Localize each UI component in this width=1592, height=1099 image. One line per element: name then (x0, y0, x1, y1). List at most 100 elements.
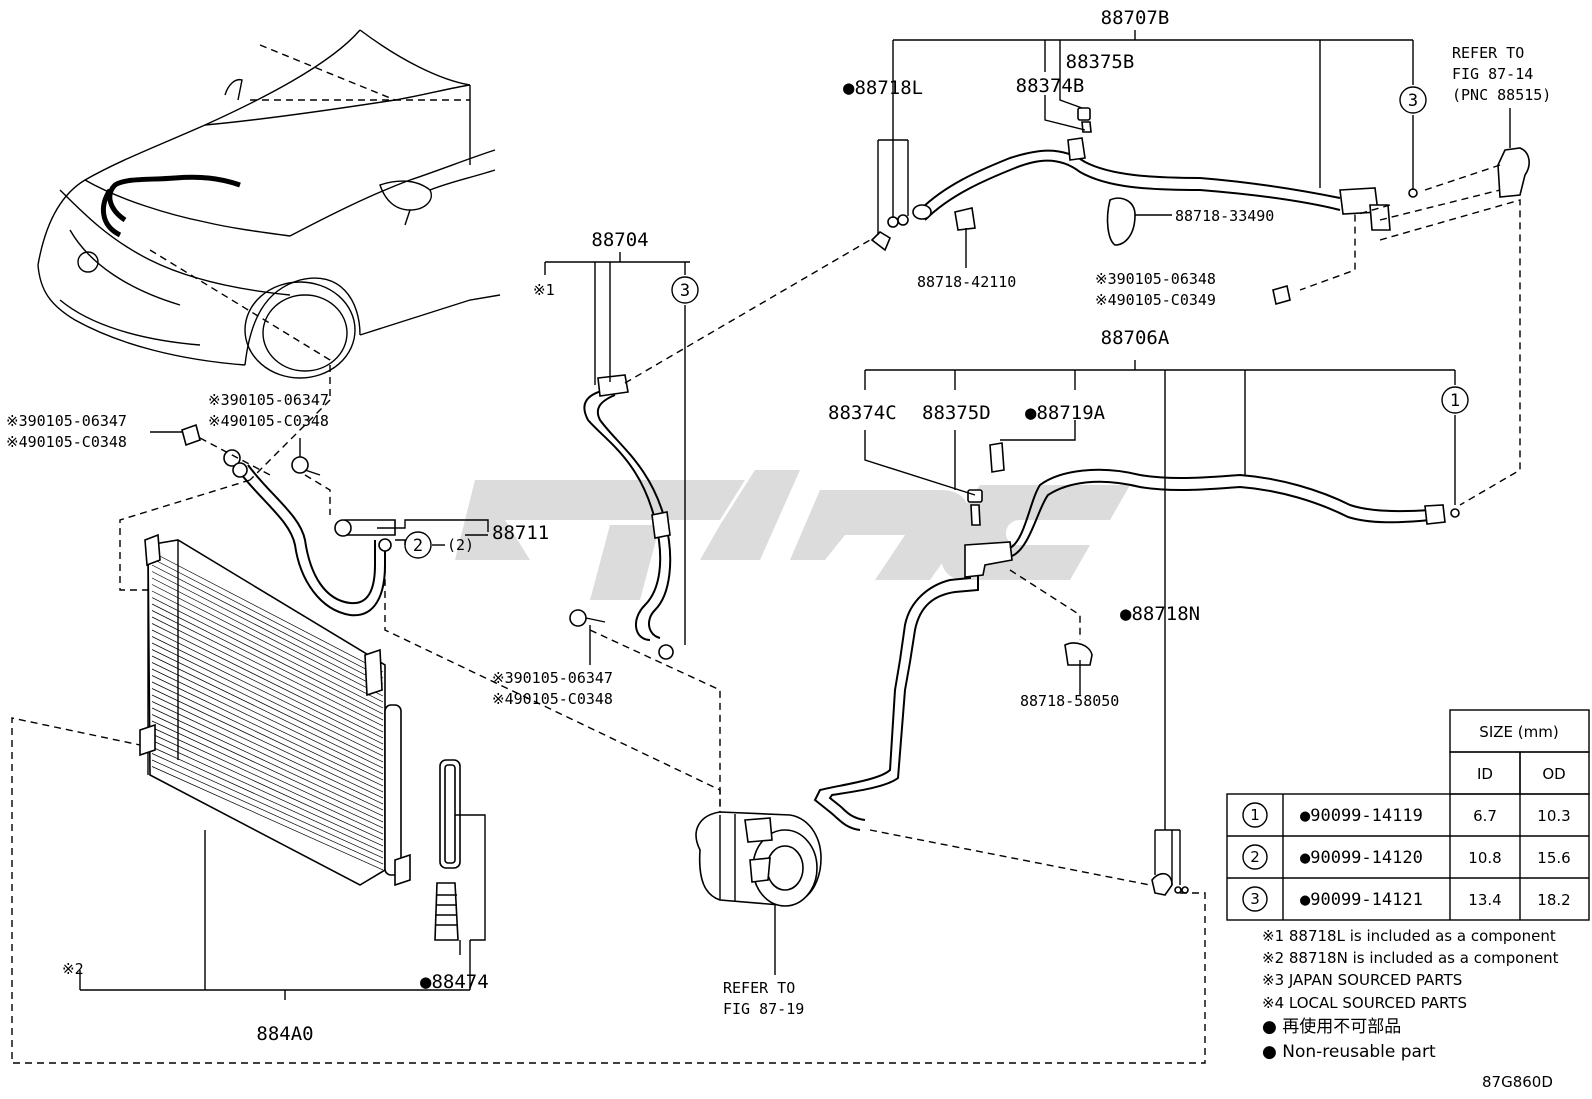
label-490105-C0348-mid: ※490105-C0348 (492, 690, 613, 708)
label-88711: 88711 (492, 522, 549, 544)
label-88375B: 88375B (1066, 51, 1135, 73)
size-table: SIZE (mm) ID OD 1 ●90099-14119 6.7 10.3 … (1226, 709, 1590, 921)
label-note1-mark: ※1 (533, 281, 555, 299)
watermark-logo (455, 470, 1130, 600)
label-88706A: 88706A (1101, 327, 1170, 349)
note-4: ※4 LOCAL SOURCED PARTS (1262, 994, 1467, 1012)
size-row-1-mark: 1 (1250, 806, 1260, 824)
label-490105-C0349: ※490105-C0349 (1095, 291, 1216, 309)
condenser-fin-line (151, 603, 384, 721)
condenser-fin-line (151, 733, 384, 841)
condenser-fin-line (151, 707, 384, 817)
size-row-2-mark: 2 (1250, 848, 1260, 866)
compressor (695, 811, 822, 907)
label-88718N: ●88718N (1120, 603, 1200, 625)
size-row-3-mark: 3 (1250, 890, 1260, 908)
label-88711-sub: (2) (447, 536, 474, 554)
circle-3-center: 3 (680, 281, 690, 301)
label-88375D: 88375D (922, 402, 991, 424)
condenser-fin-line (151, 740, 384, 847)
note-1: ※1 88718L is included as a component (1262, 927, 1556, 945)
circle-3-top-right: 3 (1408, 91, 1418, 111)
part-labels: 88707B 88375B 88374B ●88718L REFER TO FI… (6, 7, 1551, 1045)
condenser-fin-line (151, 597, 384, 715)
note-3: ※3 JAPAN SOURCED PARTS (1262, 971, 1462, 989)
size-table-col-od: OD (1542, 765, 1565, 783)
note-6: ● Non-reusable part (1262, 1042, 1436, 1062)
label-490105-C0348-top: ※490105-C0348 (208, 412, 329, 430)
label-390105-06347-mid: ※390105-06347 (492, 669, 613, 687)
label-88374C: 88374C (828, 402, 897, 424)
condenser-fin-line (151, 629, 384, 745)
condenser-fin-line (151, 551, 384, 673)
circle-1-right: 1 (1450, 391, 1460, 411)
label-refer-87-14-line2: FIG 87-14 (1452, 65, 1533, 83)
condenser-fin-line (151, 681, 384, 793)
condenser-fin-line (151, 571, 384, 691)
notes: ※1 88718L is included as a component ※2 … (1262, 927, 1559, 1091)
note-2: ※2 88718N is included as a component (1262, 949, 1559, 967)
size-row-2-id: 10.8 (1468, 849, 1501, 867)
condenser-fin-line (151, 655, 384, 769)
size-row-2-part: ●90099-14120 (1300, 848, 1423, 868)
label-88707B: 88707B (1101, 7, 1170, 29)
figure-code: 87G860D (1482, 1073, 1553, 1091)
condenser-assembly (139, 533, 461, 941)
condenser-fin-line (151, 675, 384, 787)
condenser-fin-line (151, 649, 384, 763)
label-88718-42110: 88718-42110 (917, 273, 1016, 291)
label-refer-87-19-line1: REFER TO (723, 979, 795, 997)
condenser-fin-line (151, 558, 384, 679)
condenser-fin-line (151, 662, 384, 775)
label-refer-87-14-line3: (PNC 88515) (1452, 86, 1551, 104)
note-5: ● 再使用不可部品 (1262, 1016, 1401, 1037)
vehicle-illustration (37, 29, 501, 481)
label-490105-C0348-left: ※490105-C0348 (6, 433, 127, 451)
condenser-fin-line (151, 701, 384, 811)
size-table-header: SIZE (mm) (1479, 723, 1558, 741)
label-88474: ●88474 (420, 971, 489, 993)
size-row-3-id: 13.4 (1468, 891, 1501, 909)
size-row-3-part: ●90099-14121 (1300, 890, 1423, 910)
size-table-col-id: ID (1477, 765, 1493, 783)
label-88718L: ●88718L (843, 77, 923, 99)
hose-88707B (870, 107, 1530, 506)
condenser-fin-line (151, 642, 384, 757)
condenser-fin-line (151, 720, 384, 829)
condenser-fin-line (151, 688, 384, 799)
condenser-fin-line (151, 766, 384, 871)
pipe-88706A (11, 442, 1460, 1064)
size-row-2-od: 15.6 (1537, 849, 1570, 867)
condenser-fin-line (151, 727, 384, 835)
condenser-fin-line (151, 584, 384, 703)
label-88718-58050: 88718-58050 (1020, 692, 1119, 710)
label-390105-06347-left: ※390105-06347 (6, 412, 127, 430)
circled-size-marks: 3 3 1 2 (404, 86, 1469, 559)
size-row-1-id: 6.7 (1473, 807, 1497, 825)
label-note2-mark: ※2 (62, 960, 84, 978)
label-refer-87-14-line1: REFER TO (1452, 44, 1524, 62)
condenser-fin-line (151, 753, 384, 859)
condenser-fin-line (151, 694, 384, 805)
condenser-fin-line (151, 564, 384, 685)
label-88719A: ●88719A (1025, 402, 1106, 424)
circle-2-left: 2 (413, 536, 423, 556)
hose-88704 (569, 239, 871, 830)
label-390105-06348: ※390105-06348 (1095, 270, 1216, 288)
condenser-fin-line (151, 616, 384, 733)
condenser-fin-line (151, 610, 384, 727)
condenser-fin-line (151, 590, 384, 709)
condenser-fin-line (151, 746, 384, 853)
label-88704: 88704 (591, 229, 648, 251)
condenser-fin-line (151, 623, 384, 739)
condenser-fin-line (151, 636, 384, 751)
condenser-fin-line (151, 714, 384, 823)
hose-88711 (119, 423, 721, 830)
label-88374B: 88374B (1016, 75, 1085, 97)
size-row-3-od: 18.2 (1537, 891, 1570, 909)
label-390105-06347-top: ※390105-06347 (208, 391, 329, 409)
label-88718-33490: 88718-33490 (1175, 207, 1274, 225)
condenser-fin-line (151, 668, 384, 781)
label-884A0: 884A0 (256, 1023, 313, 1045)
